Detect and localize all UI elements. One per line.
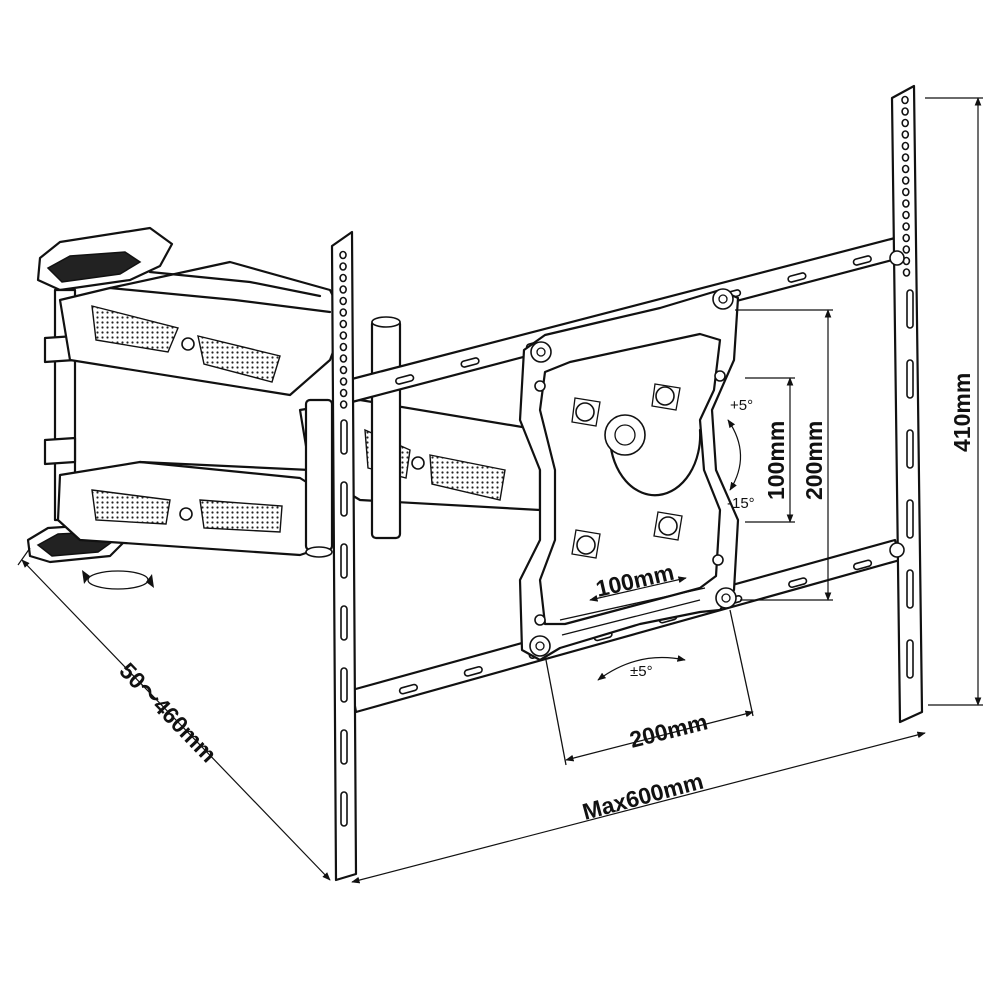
- bracket-hole: [901, 107, 909, 116]
- label-rotation: ±5°: [630, 663, 653, 680]
- bracket-slot: [906, 569, 914, 609]
- label-tilt-up: +5°: [730, 397, 753, 414]
- rail-slot: [460, 357, 480, 368]
- bracket-slot: [340, 543, 348, 579]
- bracket-hole: [339, 354, 348, 363]
- bracket-slot: [906, 429, 914, 469]
- lower-arm: [56, 460, 337, 557]
- label-vesa-h-200: 200mm: [627, 708, 710, 752]
- swivel-icon: [82, 570, 154, 590]
- bracket-hole: [339, 250, 347, 260]
- vesa-plate: [518, 288, 740, 662]
- label-height: 410mm: [949, 373, 975, 452]
- bracket-hole: [339, 365, 348, 375]
- rail-slot: [395, 374, 415, 385]
- bracket-hole: [901, 95, 909, 105]
- bracket-hole: [901, 153, 910, 162]
- bracket-slot: [340, 481, 348, 517]
- bracket-hole: [339, 285, 347, 294]
- upper-arm: [58, 260, 347, 397]
- bracket-hole: [901, 141, 910, 151]
- bracket-slot: [340, 729, 348, 765]
- bracket-hole: [901, 130, 910, 139]
- bracket-hole: [339, 377, 348, 386]
- bracket-hole: [902, 268, 911, 277]
- label-max-width: Max600mm: [580, 768, 707, 825]
- label-depth: 50～460mm: [114, 657, 222, 767]
- bracket-hole: [902, 199, 910, 208]
- rail-slot: [463, 665, 483, 677]
- label-tilt-down: -15°: [727, 495, 755, 512]
- bracket-hole: [339, 400, 348, 409]
- bracket-hole: [901, 187, 910, 197]
- bracket-hole: [901, 164, 910, 174]
- bracket-hole: [339, 262, 347, 271]
- bracket-slot: [906, 639, 914, 679]
- bracket-slot: [340, 791, 348, 827]
- bracket-hole: [339, 273, 347, 283]
- bracket-slot: [340, 419, 348, 455]
- bracket-hole: [339, 308, 348, 317]
- bracket-hole: [901, 118, 910, 128]
- label-vesa-v-200: 200mm: [801, 421, 827, 500]
- bracket-hole: [339, 342, 348, 352]
- rail-slot: [852, 255, 872, 266]
- bracket-slot: [340, 667, 348, 703]
- rail-slot: [398, 683, 419, 695]
- bracket-slot: [906, 359, 914, 399]
- rail-slot: [788, 577, 808, 589]
- bracket-hole: [339, 388, 348, 398]
- bracket-hole: [339, 319, 348, 329]
- bracket-hole: [902, 222, 910, 231]
- label-vesa-v-100: 100mm: [763, 421, 789, 500]
- bracket-hole: [901, 176, 910, 185]
- bracket-slot: [340, 605, 348, 641]
- bracket-hole: [902, 210, 910, 220]
- rail-slot: [787, 272, 807, 283]
- bracket-hole: [902, 233, 911, 243]
- left-vertical-bracket: [330, 230, 358, 882]
- right-vertical-bracket: [889, 84, 924, 724]
- bracket-slot: [906, 289, 914, 329]
- bracket-hole: [339, 296, 348, 306]
- dimension-lines: [17, 97, 983, 884]
- bracket-hole: [902, 245, 911, 254]
- bracket-hole: [339, 331, 348, 340]
- bracket-slot: [906, 499, 914, 539]
- rail-slot: [852, 559, 873, 571]
